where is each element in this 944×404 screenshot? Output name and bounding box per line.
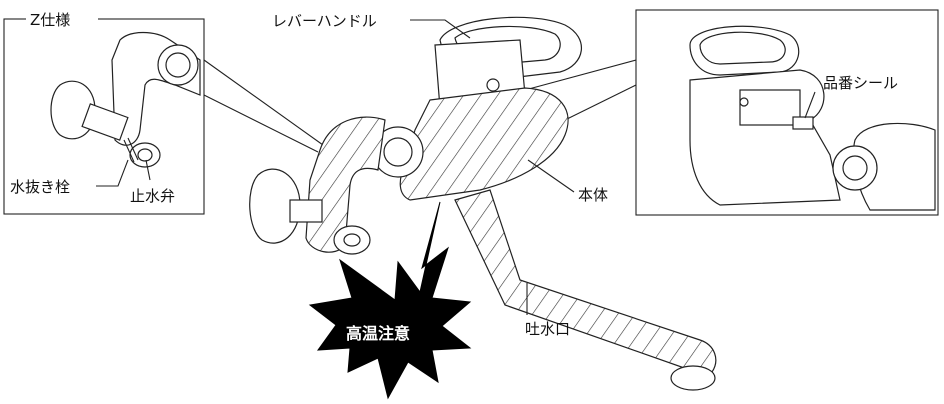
- z-spec-fitting-drawing: [50, 31, 201, 168]
- body-label: 本体: [578, 186, 608, 204]
- high-temp-warning-text: 高温注意: [346, 324, 410, 343]
- drain-plug-label: 水抜き栓: [10, 178, 70, 196]
- seal-inset-drawing: [689, 25, 936, 211]
- z-spec-callout-line-bottom: [203, 94, 319, 153]
- seal-callout-line-top: [524, 59, 637, 91]
- part-number-seal-label: 品番シール: [823, 74, 898, 92]
- seal-inset: 品番シール: [635, 9, 939, 216]
- body-leader: [527, 159, 575, 193]
- warning-starburst: [308, 201, 472, 400]
- spout-tip: [670, 365, 716, 391]
- seal-leader: [804, 91, 816, 119]
- main-faucet-drawing: [249, 16, 717, 391]
- wall-connector: [289, 199, 323, 223]
- drain-plug-leader: [96, 159, 129, 187]
- lever-handle-leader: [410, 19, 471, 39]
- left-elbow-pipe: [305, 116, 386, 253]
- lever-handle-label: レバーハンドル: [272, 12, 377, 30]
- stop-valve-leader: [145, 159, 151, 181]
- wall-flange: [249, 168, 301, 244]
- seal-callout-line-bottom: [564, 84, 637, 121]
- body-part: [399, 87, 569, 201]
- z-spec-title-bg: [26, 8, 98, 30]
- stop-valve-label: 止水弁: [130, 187, 175, 205]
- spout-part: [454, 189, 717, 373]
- z-spec-inset: Z仕様 水抜き栓 止水弁: [3, 8, 205, 215]
- high-temp-warning: 高温注意: [308, 201, 472, 400]
- spout-label: 吐水口: [525, 320, 570, 338]
- z-spec-title: Z仕様: [30, 11, 70, 29]
- z-spec-callout-line-top: [203, 59, 331, 151]
